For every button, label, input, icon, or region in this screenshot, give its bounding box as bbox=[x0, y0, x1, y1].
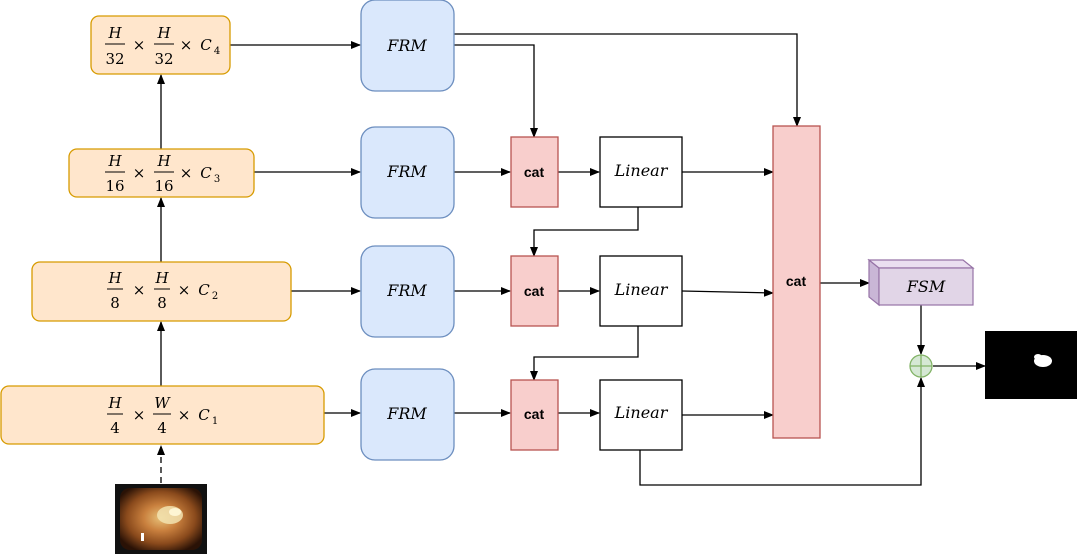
linear-block-3-label: Linear bbox=[614, 161, 669, 180]
stage1-den2: 4 bbox=[157, 419, 167, 437]
stage2-den2: 8 bbox=[157, 294, 167, 312]
cat-block-1-label: cat bbox=[524, 406, 545, 422]
frm-block-2: FRM bbox=[360, 245, 455, 338]
arrow-linear3-to-cat2 bbox=[530, 207, 639, 257]
linear-block-2-label: Linear bbox=[614, 280, 669, 299]
feature-map-stage2: H 8 × H 8 × C 2 bbox=[31, 261, 292, 322]
concat-block-label: cat bbox=[786, 273, 807, 289]
stage3-channel-sub: 3 bbox=[214, 174, 220, 185]
cat-block-3-label: cat bbox=[524, 164, 545, 180]
arrow-frm4-to-cat3 bbox=[454, 44, 538, 138]
stage4-den2: 32 bbox=[154, 50, 173, 68]
feature-map-stage3: H 16 × H 16 × C 3 bbox=[68, 148, 255, 198]
stage1-times1: × bbox=[133, 406, 146, 424]
frm-block-4: FRM bbox=[360, 0, 455, 92]
stage4-channel-sub: 4 bbox=[214, 46, 220, 57]
stage4-num1: H bbox=[107, 24, 122, 42]
stage2-times2: × bbox=[178, 281, 191, 299]
stage2-den1: 8 bbox=[110, 294, 120, 312]
arrow-linear2-to-bigcat bbox=[681, 288, 774, 297]
cat-block-3: cat bbox=[510, 136, 559, 208]
cat-block-1: cat bbox=[510, 379, 559, 451]
stage3-num1: H bbox=[107, 152, 122, 170]
linear-block-1-label: Linear bbox=[614, 403, 669, 422]
cat-block-2: cat bbox=[510, 255, 559, 327]
linear-block-2: Linear bbox=[599, 255, 683, 327]
feature-map-stage1: H 4 × W 4 × C 1 bbox=[0, 385, 325, 445]
add-node bbox=[909, 354, 933, 378]
stage2-times1: × bbox=[133, 281, 146, 299]
connectors bbox=[157, 33, 986, 486]
stage1-channel-sub: 1 bbox=[212, 416, 218, 427]
frm-block-1: FRM bbox=[360, 368, 455, 461]
stage1-times2: × bbox=[178, 406, 191, 424]
stage4-channel: C bbox=[200, 36, 212, 54]
stage1-num1: H bbox=[107, 394, 122, 412]
stage4-times2: × bbox=[180, 36, 193, 54]
stage4-num2: H bbox=[156, 24, 171, 42]
output-mask-image bbox=[985, 331, 1077, 399]
fsm-block-label: FSM bbox=[906, 277, 946, 296]
fsm-block: FSM bbox=[867, 258, 975, 307]
stage2-channel-sub: 2 bbox=[212, 291, 218, 302]
stage2-num2: H bbox=[154, 269, 169, 287]
stage2-channel: C bbox=[198, 281, 210, 299]
stage3-den2: 16 bbox=[154, 177, 173, 195]
stage1-den1: 4 bbox=[110, 419, 120, 437]
feature-map-stage4: H 32 × H 32 × C 4 bbox=[90, 15, 231, 75]
cat-block-2-label: cat bbox=[524, 283, 545, 299]
stage2-num1: H bbox=[107, 269, 122, 287]
frm-block-2-label: FRM bbox=[386, 281, 427, 300]
frm-block-1-label: FRM bbox=[386, 404, 427, 423]
arrow-linear1-to-add bbox=[639, 377, 925, 486]
stage3-den1: 16 bbox=[105, 177, 124, 195]
stage4-den1: 32 bbox=[105, 50, 124, 68]
arrow-linear2-to-cat1 bbox=[530, 326, 639, 381]
stage3-times1: × bbox=[133, 164, 146, 182]
frm-block-4-label: FRM bbox=[386, 36, 427, 55]
stage3-times2: × bbox=[180, 164, 193, 182]
stage4-times1: × bbox=[133, 36, 146, 54]
arrow-frm4-to-bigcat bbox=[454, 33, 801, 127]
concat-block: cat bbox=[772, 125, 821, 439]
stage3-num2: H bbox=[156, 152, 171, 170]
linear-block-1: Linear bbox=[599, 379, 683, 451]
input-image bbox=[115, 484, 207, 554]
linear-block-3: Linear bbox=[599, 136, 683, 208]
frm-block-3: FRM bbox=[360, 126, 455, 219]
stage1-num2: W bbox=[154, 394, 171, 412]
stage3-channel: C bbox=[200, 164, 212, 182]
frm-block-3-label: FRM bbox=[386, 162, 427, 181]
stage1-channel: C bbox=[198, 406, 210, 424]
